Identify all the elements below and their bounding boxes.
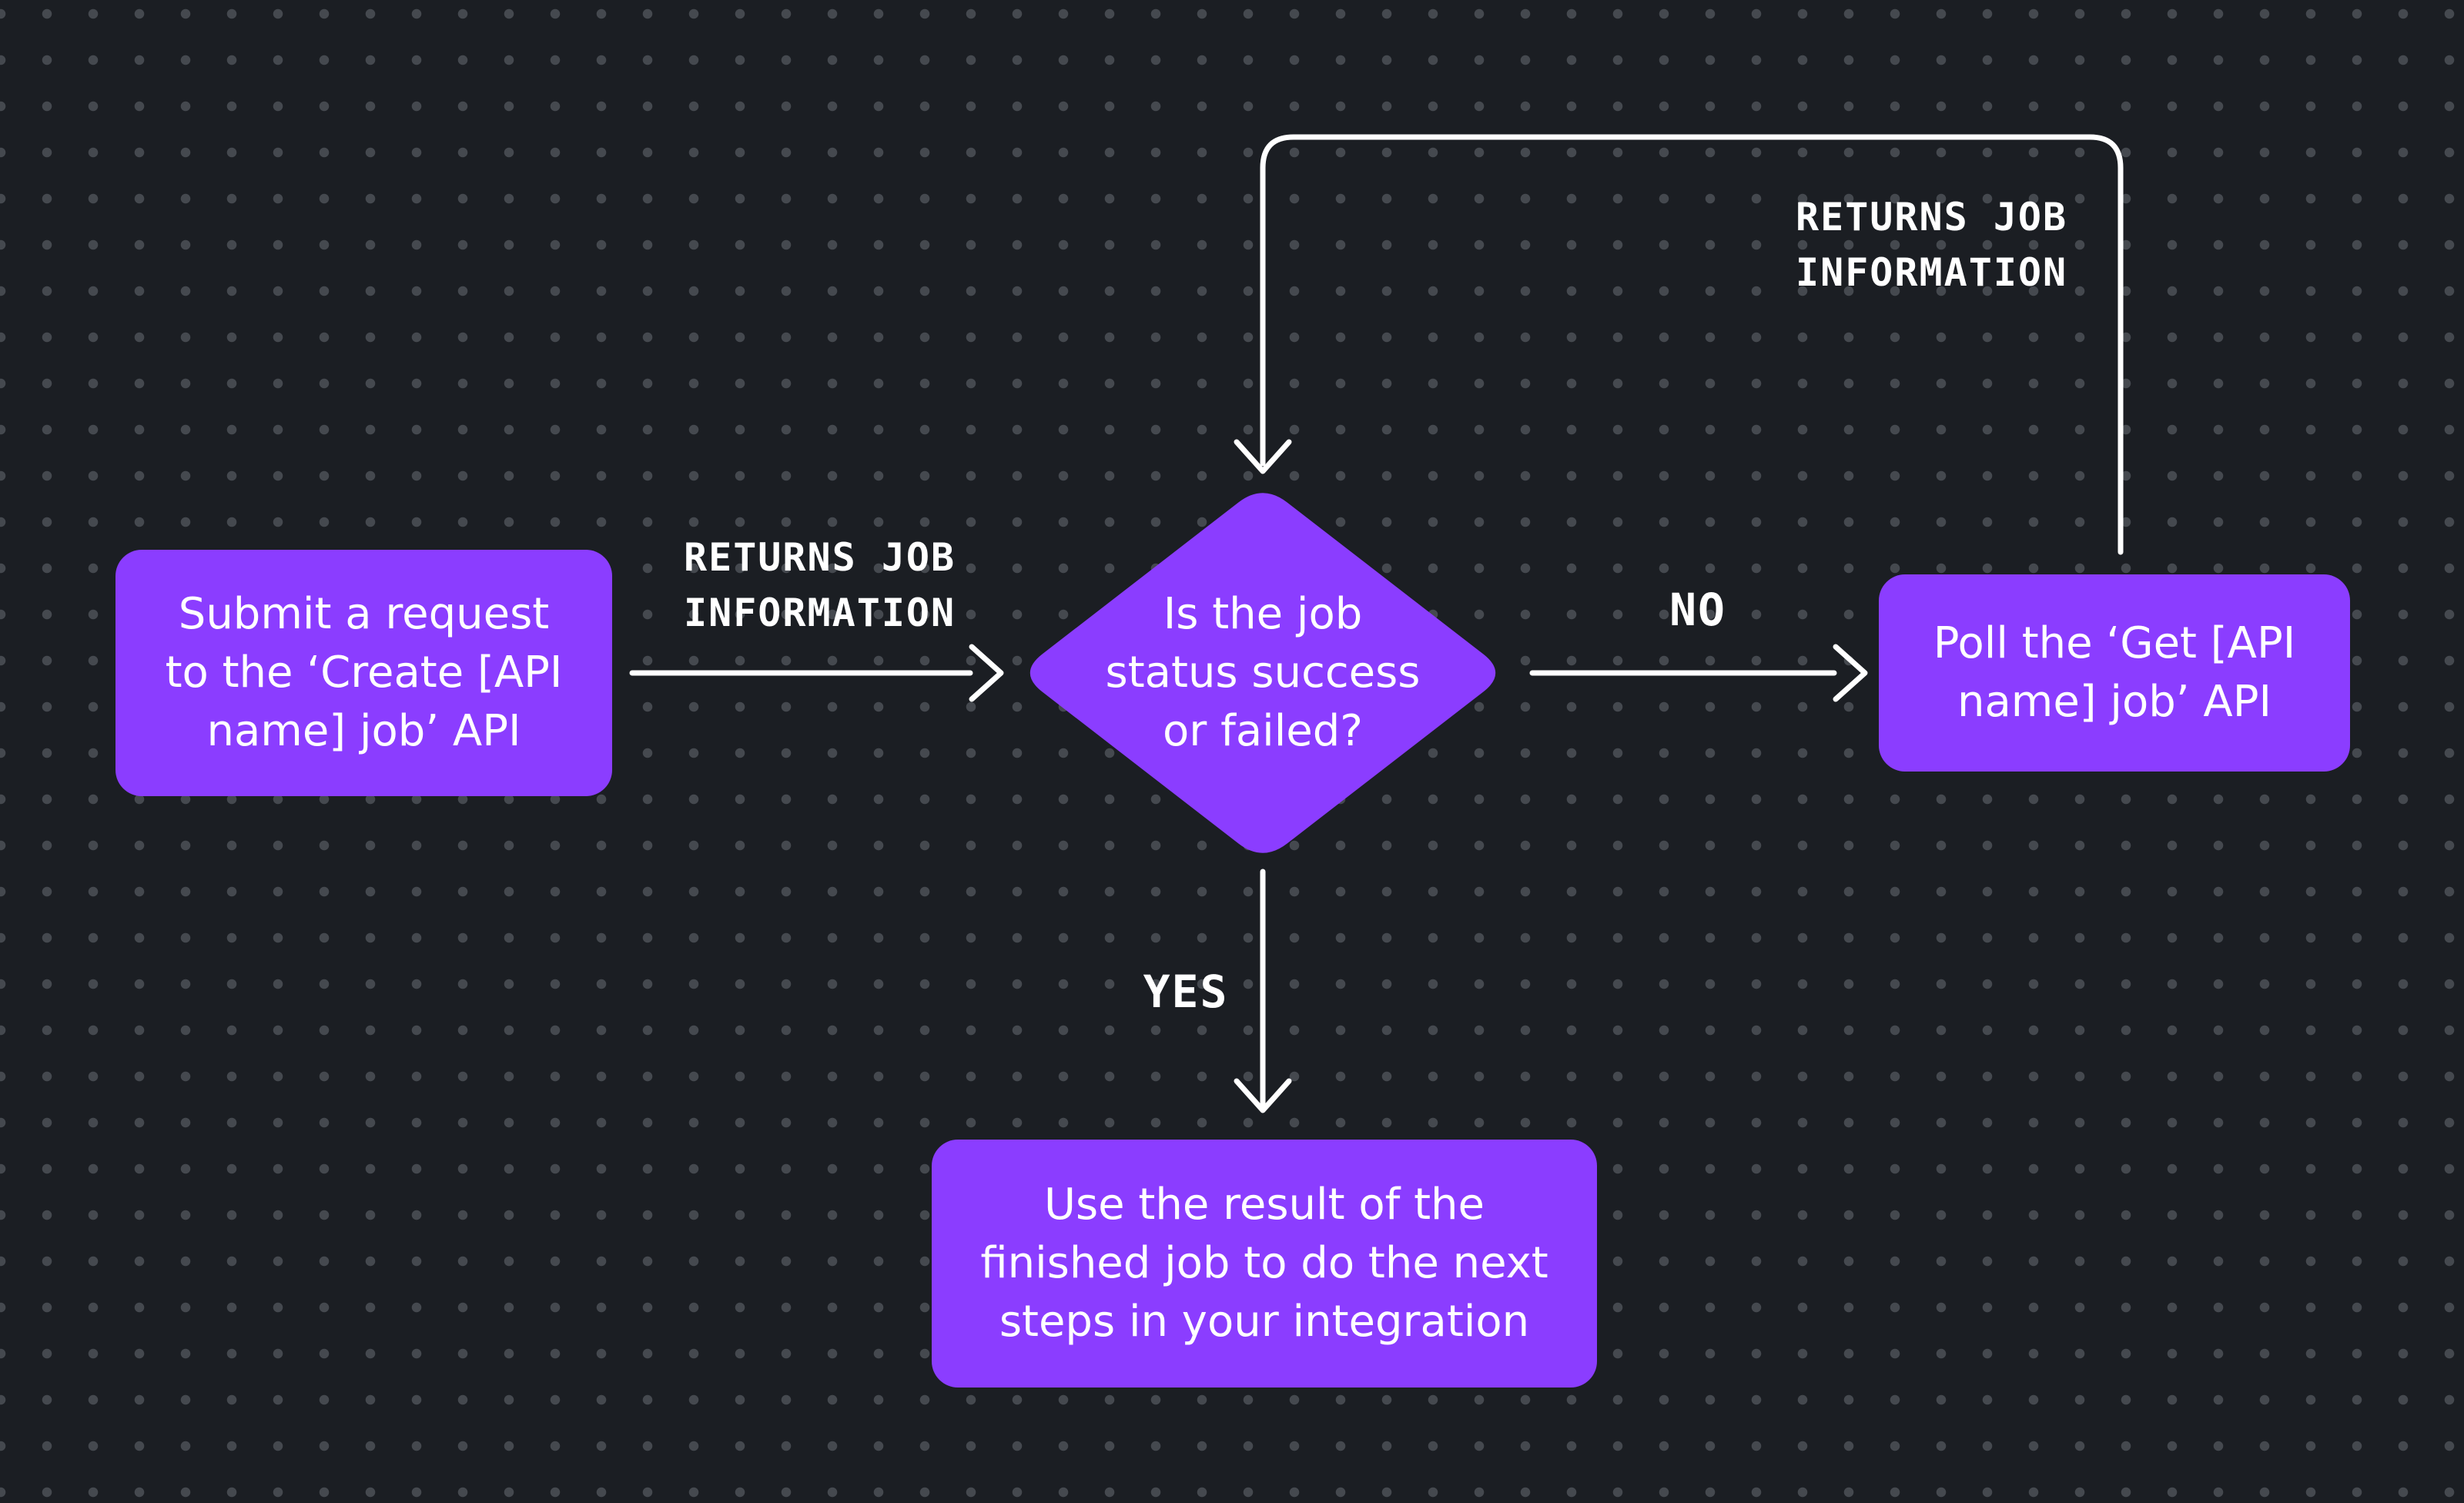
edge-poll-loop-to-decision	[1260, 134, 2124, 555]
arrowhead-decision-to-poll-icon	[1833, 644, 1868, 702]
edge-label-returns-job-loop: RETURNS JOB INFORMATION	[1796, 195, 2068, 295]
edge-label-no: NO	[1669, 584, 1726, 636]
arrowhead-submit-to-decision-icon	[969, 644, 1004, 702]
node-submit-request: Submit a request to the ‘Create [API nam…	[116, 550, 612, 796]
arrowhead-decision-to-result-icon	[1234, 1078, 1292, 1113]
node-use-result: Use the result of the finished job to do…	[932, 1140, 1597, 1388]
arrowhead-loop-to-decision-icon	[1234, 439, 1292, 474]
node-decision-label: Is the job status success or failed?	[1105, 589, 1421, 756]
node-poll-api: Poll the ‘Get [API name] job’ API	[1879, 574, 2350, 772]
edge-label-yes: YES	[1143, 966, 1229, 1018]
decision-diamond-shape	[1029, 493, 1496, 853]
edge-label-returns-job-left: RETURNS JOB INFORMATION	[684, 535, 956, 635]
